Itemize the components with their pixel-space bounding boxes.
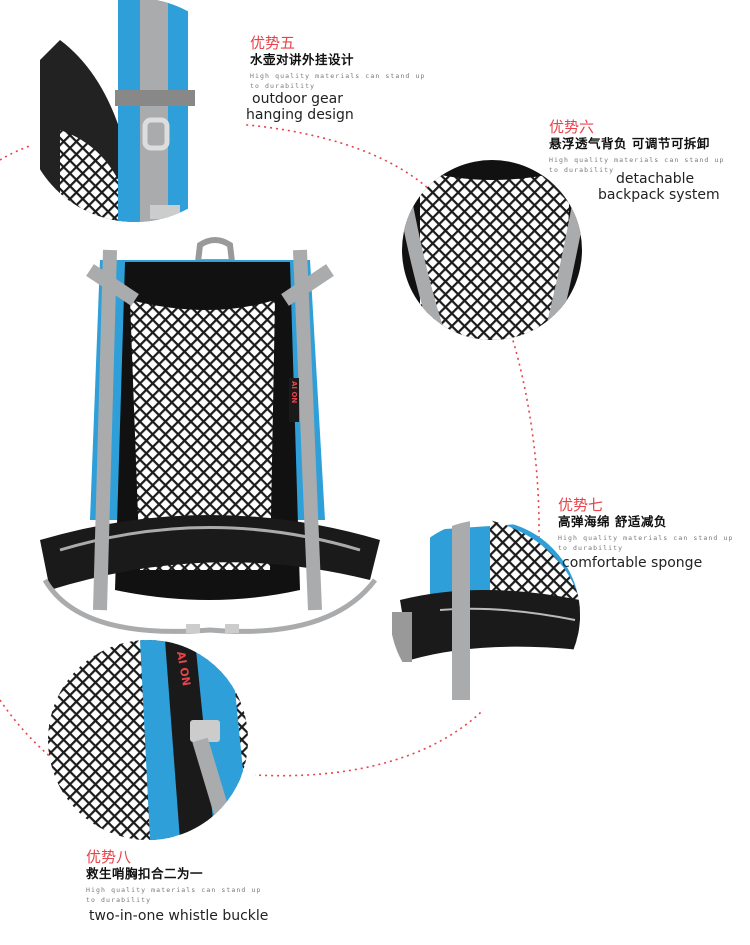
feature-subtitle: 救生哨胸扣合二为一 — [86, 866, 204, 881]
feature-title: 优势八 — [86, 848, 132, 866]
backpack-main: AI ON — [40, 237, 380, 634]
feature-tagline-2: to durability — [558, 544, 624, 552]
feature-title: 优势六 — [549, 118, 595, 136]
feature-tagline-2: to durability — [549, 166, 615, 174]
brand-label-strap-closeup: AI ON — [174, 650, 193, 687]
brand-label-strap: AI ON — [290, 381, 298, 403]
detail-circle-whistle-buckle: AI ON — [48, 640, 248, 840]
detail-circle-back-system — [402, 160, 582, 340]
feature-tagline: High quality materials can stand up — [250, 72, 426, 80]
feature-english-line: two-in-one whistle buckle — [89, 908, 269, 924]
feature-english-line: detachable — [616, 171, 695, 187]
feature-tagline: High quality materials can stand up — [558, 534, 734, 542]
feature-title: 优势五 — [250, 34, 296, 52]
detail-circle-gear-hanging — [23, 0, 247, 222]
feature-title: 优势七 — [558, 496, 604, 514]
feature-tagline-2: to durability — [250, 82, 316, 90]
feature-tagline: High quality materials can stand up — [549, 156, 725, 164]
feature-block-7: 优势七 高弹海绵 舒适减负 High quality materials can… — [558, 496, 733, 553]
feature-english-line: outdoor gear — [252, 91, 343, 107]
feature-tagline: High quality materials can stand up — [86, 886, 262, 894]
feature-subtitle: 水壶对讲外挂设计 — [250, 52, 355, 67]
detail-circle-sponge — [390, 520, 580, 710]
feature-tagline-2: to durability — [86, 896, 152, 904]
feature-block-6: 优势六 悬浮透气背负 可调节可拆卸 High quality materials… — [549, 118, 724, 175]
feature-english-line: comfortable sponge — [562, 555, 703, 571]
feature-english-line-2: hanging design — [246, 107, 354, 123]
feature-english-line-2: backpack system — [598, 187, 720, 203]
feature-block-8: 优势八 救生哨胸扣合二为一 High quality materials can… — [86, 848, 261, 905]
feature-subtitle: 悬浮透气背负 可调节可拆卸 — [549, 136, 710, 151]
feature-block-5: 优势五 水壶对讲外挂设计 High quality materials can … — [250, 34, 425, 91]
feature-subtitle: 高弹海绵 舒适减负 — [558, 514, 667, 529]
